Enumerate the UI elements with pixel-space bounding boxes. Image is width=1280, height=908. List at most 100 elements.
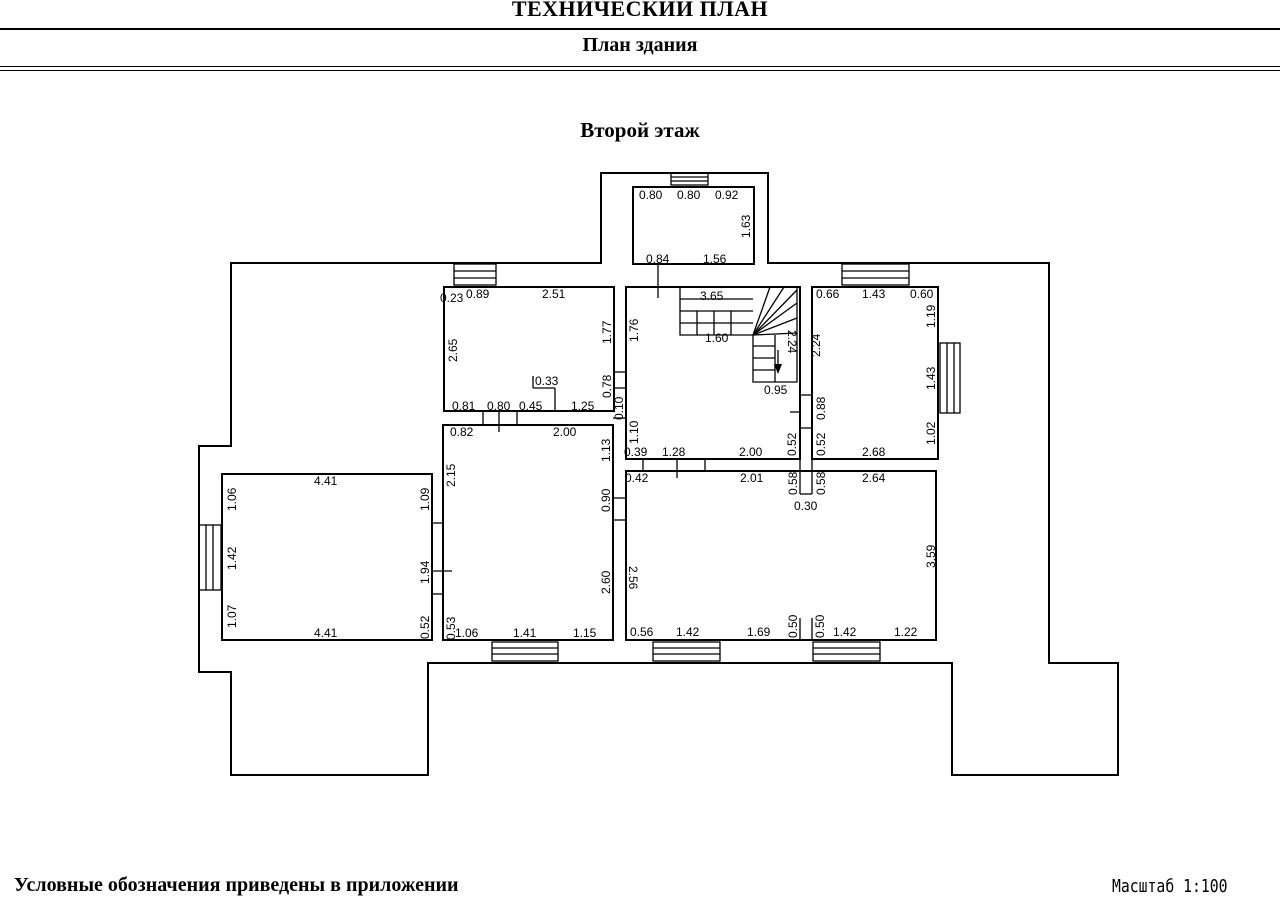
dim-label: 1.10 — [627, 420, 641, 444]
dim-label: 1.25 — [571, 399, 595, 413]
dim-label: 2.01 — [740, 471, 764, 485]
dim-label: 2.00 — [553, 425, 577, 439]
dim-label: 0.80 — [677, 188, 701, 202]
room-west — [221, 473, 433, 641]
dim-label: 2.64 — [862, 471, 886, 485]
legend-note: Условные обозначения приведены в приложе… — [14, 874, 459, 896]
dim-label: 1.63 — [739, 214, 753, 238]
dim-label: 0.80 — [639, 188, 663, 202]
dim-label: 0.53 — [444, 616, 458, 640]
dim-label: 1.94 — [418, 560, 432, 584]
dims-room-center: 0.82 2.00 2.15 0.90 2.60 0.53 1.06 1.41 … — [444, 425, 613, 640]
dim-label: 0.92 — [715, 188, 739, 202]
window-east — [939, 342, 961, 414]
dim-label: 0.78 — [600, 374, 614, 398]
dim-label: 1.42 — [676, 625, 700, 639]
header-rule-double-2 — [0, 70, 1280, 71]
header-rule-top — [0, 28, 1280, 30]
dim-label: 1.06 — [455, 626, 479, 640]
dim-label: 0.10 — [612, 396, 626, 420]
dim-label: 0.90 — [599, 488, 613, 512]
dim-label: 2.51 — [542, 287, 566, 301]
dim-label: 0.89 — [466, 287, 490, 301]
dims-room-ne: 0.66 1.43 0.60 1.19 2.24 1.43 0.88 0.52 … — [809, 287, 938, 459]
door-openings — [432, 264, 813, 640]
window-west — [198, 524, 222, 591]
dim-label: 2.60 — [599, 570, 613, 594]
dim-label: 0.33 — [535, 374, 559, 388]
dim-label: 1.41 — [513, 626, 537, 640]
dim-label: 0.88 — [814, 396, 828, 420]
dim-label: 0.30 — [794, 499, 818, 513]
window-top — [670, 172, 709, 186]
dim-label: 3.59 — [924, 544, 938, 568]
window-south-2 — [652, 641, 721, 662]
dim-label: 1.69 — [747, 625, 771, 639]
dims-stair-hall: 3.65 1.76 1.60 2.24 0.95 0.78 0.10 1.10 … — [599, 289, 799, 462]
dim-label: 0.58 — [786, 471, 800, 495]
scale-label: Масштаб 1:100 — [1112, 876, 1228, 897]
dim-label: 2.15 — [444, 463, 458, 487]
dim-label: 1.56 — [703, 252, 727, 266]
dim-label: 1.02 — [924, 421, 938, 445]
dim-label: 0.50 — [786, 614, 800, 638]
dim-label: 0.81 — [452, 399, 476, 413]
dim-label: 1.06 — [225, 487, 239, 511]
dim-label: 1.60 — [705, 331, 729, 345]
dim-label: 1.09 — [418, 487, 432, 511]
dim-label: 0.52 — [418, 615, 432, 639]
room-ne — [811, 286, 939, 460]
room-nw — [443, 286, 615, 412]
dim-label: 1.77 — [600, 320, 614, 344]
dim-label: 2.56 — [626, 566, 640, 590]
window-south-3 — [812, 641, 881, 662]
dim-label: 0.58 — [814, 471, 828, 495]
room-center — [442, 424, 614, 641]
window-ne — [841, 263, 910, 286]
dim-label: 3.65 — [700, 289, 724, 303]
document-title: ТЕХНИЧЕСКИЙ ПЛАН — [511, 0, 769, 21]
dim-label: 0.45 — [519, 399, 543, 413]
dim-label: 1.76 — [627, 318, 641, 342]
dim-label: 0.95 — [764, 383, 788, 397]
dim-label: 4.41 — [314, 626, 338, 640]
dim-label: 1.15 — [573, 626, 597, 640]
dim-label: 1.43 — [924, 366, 938, 390]
dim-label: 1.19 — [924, 304, 938, 328]
dim-label: 2.24 — [809, 333, 823, 357]
dims-top-room: 0.80 0.80 0.92 1.63 0.84 1.56 — [639, 188, 753, 266]
dim-label: 2.68 — [862, 445, 886, 459]
dim-label: 2.24 — [785, 330, 799, 354]
dim-label: 0.66 — [816, 287, 840, 301]
dim-label: 0.82 — [450, 425, 474, 439]
dim-label: 0.56 — [630, 625, 654, 639]
dim-label: 4.41 — [314, 474, 338, 488]
dim-label: 1.42 — [833, 625, 857, 639]
dim-label: 0.23 — [440, 291, 464, 305]
dim-label: 1.28 — [662, 445, 686, 459]
dim-label: 0.50 — [813, 614, 827, 638]
dim-label: 0.52 — [785, 432, 799, 456]
window-nw — [453, 263, 497, 286]
dim-label: 0.80 — [487, 399, 511, 413]
room-stair-hall — [625, 286, 801, 460]
dims-room-west: 4.41 1.06 1.09 1.42 1.94 1.07 4.41 0.52 — [225, 474, 432, 640]
dim-label: 0.39 — [624, 445, 648, 459]
outer-contour — [198, 172, 1119, 776]
room-south — [625, 470, 937, 641]
staircase — [679, 286, 798, 383]
dim-label: 0.42 — [625, 471, 649, 485]
dim-label: 1.13 — [599, 438, 613, 462]
dim-label: 2.65 — [446, 338, 460, 362]
dim-label: 1.43 — [862, 287, 886, 301]
dims-room-south: 0.42 2.01 0.58 0.58 2.64 0.30 2.56 3.59 … — [625, 471, 938, 639]
header-rule-double-1 — [0, 66, 1280, 67]
plan-subtitle: План здания — [582, 34, 698, 56]
dims-room-nw: 0.23 0.89 2.51 2.65 1.77 0.33 0.81 0.80 … — [440, 287, 614, 413]
dim-label: 2.00 — [739, 445, 763, 459]
room-top — [632, 186, 755, 265]
floor-title: Второй этаж — [580, 118, 700, 142]
dim-label: 0.52 — [814, 432, 828, 456]
dim-label: 1.22 — [894, 625, 918, 639]
